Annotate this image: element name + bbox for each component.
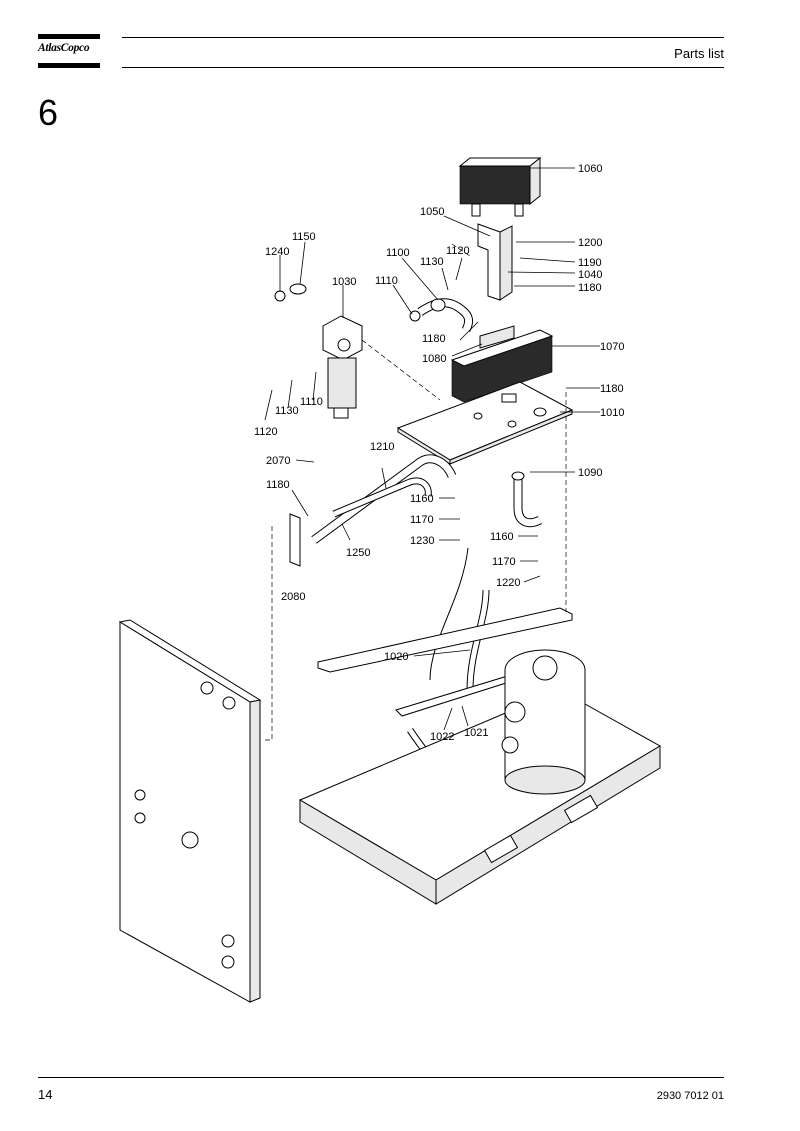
callout-1200: 1200 (578, 237, 602, 249)
callout-1060: 1060 (578, 163, 602, 175)
callout-1240: 1240 (265, 246, 289, 258)
callout-1180-left: 1180 (266, 479, 290, 491)
callout-2080: 2080 (281, 591, 305, 603)
callout-1120-lower: 1120 (254, 426, 278, 438)
rail-upper (317, 607, 573, 673)
callout-1030: 1030 (332, 276, 356, 288)
callout-1180-mid: 1180 (422, 333, 446, 345)
pipe-1090 (511, 471, 543, 528)
callout-1170-upper: 1170 (410, 514, 434, 526)
document-number: 2930 7012 01 (656, 1090, 724, 1102)
logo-bar-top (38, 34, 100, 39)
callout-1100: 1100 (386, 247, 410, 259)
callout-1120-upper: 1120 (446, 245, 470, 257)
callout-1050: 1050 (420, 206, 444, 218)
base-frame (298, 689, 661, 905)
callout-1160-lower: 1160 (490, 531, 514, 543)
atlas-copco-logo: AtlasCopco (38, 34, 100, 68)
callout-1210: 1210 (370, 441, 394, 453)
pipe-1150 (274, 283, 320, 371)
callout-1022: 1022 (430, 731, 454, 743)
separator-1030 (322, 315, 363, 419)
logo-text: AtlasCopco (38, 42, 90, 54)
callout-1020: 1020 (384, 651, 408, 663)
bracket-1040 (477, 223, 513, 301)
pipe-1100 (409, 298, 474, 333)
cooler-top-1060 (458, 156, 542, 217)
callout-1170-lower: 1170 (492, 556, 516, 568)
callout-1040: 1040 (578, 269, 602, 281)
callout-1180-top: 1180 (578, 282, 602, 294)
footer-rule (38, 1077, 724, 1078)
callout-2070: 2070 (266, 455, 290, 467)
callout-1230: 1230 (410, 535, 434, 547)
cooler-1070 (450, 329, 554, 403)
callout-1110-upper: 1110 (375, 275, 398, 287)
callout-1190: 1190 (578, 257, 602, 269)
bracket-2080 (289, 513, 301, 567)
callout-1080: 1080 (422, 353, 446, 365)
callout-1130-lower: 1130 (275, 405, 299, 417)
plate-1010 (396, 381, 574, 465)
bracket-1080 (479, 325, 515, 349)
callout-1250: 1250 (346, 547, 370, 559)
logo-bar-bottom (38, 63, 100, 68)
callout-1220: 1220 (496, 577, 520, 589)
leader-lines (264, 167, 600, 731)
callout-1160-upper: 1160 (410, 493, 434, 505)
header-rule-top (122, 37, 724, 38)
callout-1180-right: 1180 (600, 383, 624, 395)
page-number: 14 (38, 1087, 53, 1102)
side-panel (118, 619, 262, 1003)
callout-1150: 1150 (292, 231, 316, 243)
header-rule-bottom (122, 67, 724, 68)
page-title: Parts list (674, 46, 724, 61)
callout-1130-upper: 1130 (420, 256, 444, 268)
callout-1021: 1021 (464, 727, 488, 739)
callout-1070: 1070 (600, 341, 624, 353)
callout-1110-lower: 1110 (300, 396, 323, 408)
assembly-lines (262, 243, 567, 741)
callout-1010: 1010 (600, 407, 624, 419)
section-number: 6 (38, 92, 59, 133)
pipe-1210 (311, 454, 457, 544)
callout-1090: 1090 (578, 467, 602, 479)
compressor-element (501, 649, 586, 795)
